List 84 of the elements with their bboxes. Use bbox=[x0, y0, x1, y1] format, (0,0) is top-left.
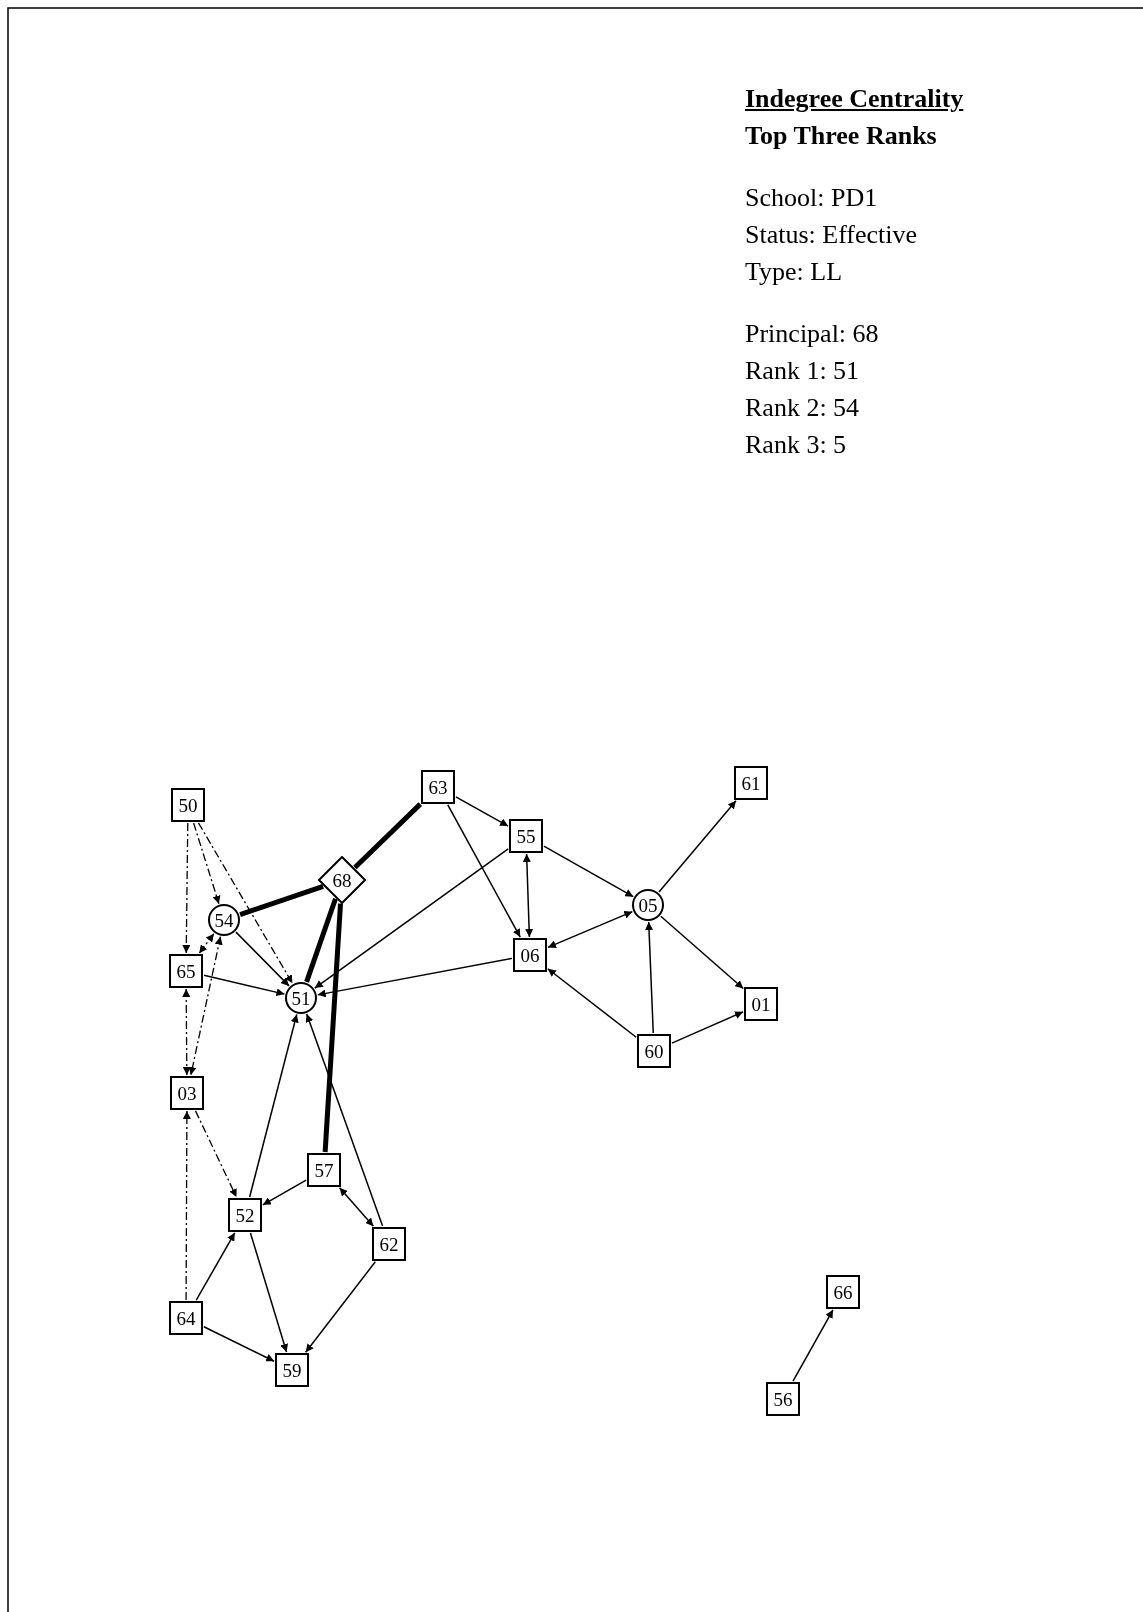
node-label: 55 bbox=[516, 826, 536, 846]
node-label: 06 bbox=[520, 945, 540, 965]
rank-circle bbox=[208, 904, 240, 936]
node-box bbox=[275, 1353, 309, 1387]
node-label: 50 bbox=[178, 795, 198, 815]
arrow bbox=[197, 822, 294, 984]
node-label: 51 bbox=[291, 988, 311, 1008]
node-label: 05 bbox=[638, 895, 658, 915]
node-box bbox=[169, 1301, 203, 1335]
arrow bbox=[658, 800, 737, 893]
node-box bbox=[421, 770, 455, 804]
node-label: 66 bbox=[833, 1282, 853, 1302]
node-box bbox=[170, 1076, 204, 1110]
arrow bbox=[455, 796, 509, 827]
arrow bbox=[792, 1309, 834, 1382]
arrow bbox=[543, 845, 634, 898]
connector-line bbox=[322, 903, 344, 1153]
node-label: 65 bbox=[176, 961, 196, 981]
arrow bbox=[671, 1011, 744, 1044]
arrow bbox=[182, 988, 191, 1076]
arrow bbox=[182, 1110, 191, 1301]
arrow bbox=[235, 931, 290, 987]
info-text: School: PD1 bbox=[745, 182, 878, 214]
node-box bbox=[637, 1034, 671, 1068]
node-label: 52 bbox=[235, 1205, 255, 1225]
arrow bbox=[316, 957, 513, 998]
arrow bbox=[547, 910, 634, 949]
rank-circle bbox=[285, 982, 317, 1014]
node-label: 64 bbox=[176, 1308, 196, 1328]
arrow bbox=[547, 968, 637, 1038]
info-text: Rank 2: 54 bbox=[745, 392, 860, 424]
node-box bbox=[766, 1382, 800, 1416]
arrow bbox=[305, 1013, 384, 1227]
node-box bbox=[372, 1227, 406, 1261]
node-box bbox=[307, 1153, 341, 1187]
node-box bbox=[826, 1275, 860, 1309]
connector-line bbox=[304, 897, 338, 983]
rank-circle bbox=[632, 889, 664, 921]
arrow bbox=[447, 804, 521, 938]
info-text: Status: Effective bbox=[745, 219, 918, 251]
node-label: 63 bbox=[428, 777, 448, 797]
info-text: Rank 1: 51 bbox=[745, 355, 860, 387]
node-label: 57 bbox=[314, 1160, 334, 1180]
node-box bbox=[513, 938, 547, 972]
node-box bbox=[744, 987, 778, 1021]
node-label: 68 bbox=[332, 870, 352, 890]
arrow bbox=[203, 974, 286, 997]
node-label: 01 bbox=[751, 994, 771, 1014]
node-label: 62 bbox=[379, 1234, 399, 1254]
node-box bbox=[169, 954, 203, 988]
arrow bbox=[645, 921, 654, 1034]
node-box bbox=[509, 819, 543, 853]
node-label: 54 bbox=[214, 910, 234, 930]
arrow bbox=[192, 822, 221, 905]
arrow bbox=[660, 915, 744, 990]
arrow bbox=[522, 853, 534, 938]
info-text: Type: LL bbox=[745, 256, 843, 288]
node-label: 61 bbox=[741, 773, 761, 793]
arrow bbox=[198, 933, 215, 954]
connector-line bbox=[353, 802, 423, 870]
arrow bbox=[194, 1110, 238, 1198]
node-label: 60 bbox=[644, 1041, 664, 1061]
node-label: 56 bbox=[773, 1389, 793, 1409]
info-text: Principal: 68 bbox=[745, 318, 879, 350]
node-box bbox=[734, 766, 768, 800]
arrow bbox=[262, 1179, 307, 1206]
arrow bbox=[304, 1261, 377, 1353]
node-label: 59 bbox=[282, 1360, 302, 1380]
title: Indegree Centrality bbox=[745, 83, 964, 115]
arrow bbox=[248, 1013, 299, 1198]
arrow bbox=[182, 822, 191, 954]
arrow bbox=[314, 848, 509, 989]
arrow bbox=[188, 935, 223, 1076]
node-box bbox=[228, 1198, 262, 1232]
node-label: 03 bbox=[177, 1083, 197, 1103]
node-box bbox=[171, 788, 205, 822]
arrow bbox=[203, 1326, 275, 1362]
arrow bbox=[195, 1232, 236, 1301]
connector-line bbox=[239, 884, 324, 917]
arrow bbox=[338, 1187, 375, 1227]
subtitle: Top Three Ranks bbox=[745, 120, 937, 152]
info-text: Rank 3: 5 bbox=[745, 429, 847, 461]
principal-diamond bbox=[318, 856, 366, 904]
arrow bbox=[249, 1232, 289, 1353]
